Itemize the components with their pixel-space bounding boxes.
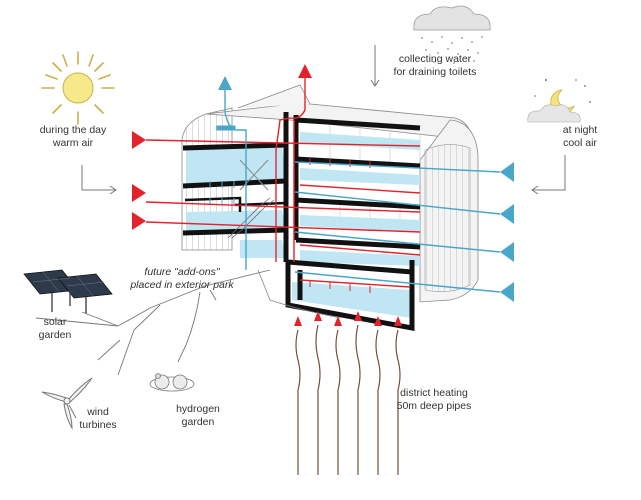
night-label-line1: at night <box>563 124 598 136</box>
warm-air-flows <box>145 78 421 288</box>
cool-air-flows <box>224 90 501 293</box>
interior-air-volumes <box>186 132 420 318</box>
hydrogen-label-line1: hydrogen <box>176 403 220 415</box>
moon-icon <box>527 79 591 123</box>
cloud-icon <box>413 5 491 64</box>
water-label-line1: collecting water <box>399 53 472 65</box>
addon-connector-lines <box>35 269 271 376</box>
day-label-line2: warm air <box>52 137 94 149</box>
ground-line <box>257 269 341 319</box>
wind-turbine-icon <box>41 377 93 430</box>
warm-up-ticks <box>309 158 371 293</box>
hydrogen-icon <box>149 373 195 392</box>
water-label-line2: for draining toilets <box>394 66 477 78</box>
heating-label-line1: district heating <box>400 387 468 399</box>
wind-label-line2: turbines <box>79 419 116 431</box>
building-section <box>181 84 479 332</box>
night-label-line2: cool air <box>563 137 597 149</box>
solar-panel-icon <box>23 269 113 314</box>
addons-label-line1: future "add-ons" <box>144 266 220 278</box>
solar-label-line1: solar <box>44 316 67 328</box>
addons-label-line2: placed in exterior park <box>129 279 234 291</box>
heating-pipe-arrows <box>294 311 402 326</box>
hydrogen-label-line2: garden <box>182 416 215 428</box>
pointer-arrows <box>81 45 566 195</box>
cool-inlet-arrows <box>218 76 514 302</box>
day-label-line1: during the day <box>40 124 107 136</box>
warm-inlet-arrows <box>132 64 312 230</box>
wind-label-line1: wind <box>86 406 109 418</box>
heating-label-line2: 50m deep pipes <box>397 400 472 412</box>
sun-icon <box>41 51 115 125</box>
heating-pipes <box>295 324 401 475</box>
solar-label-line2: garden <box>39 329 72 341</box>
